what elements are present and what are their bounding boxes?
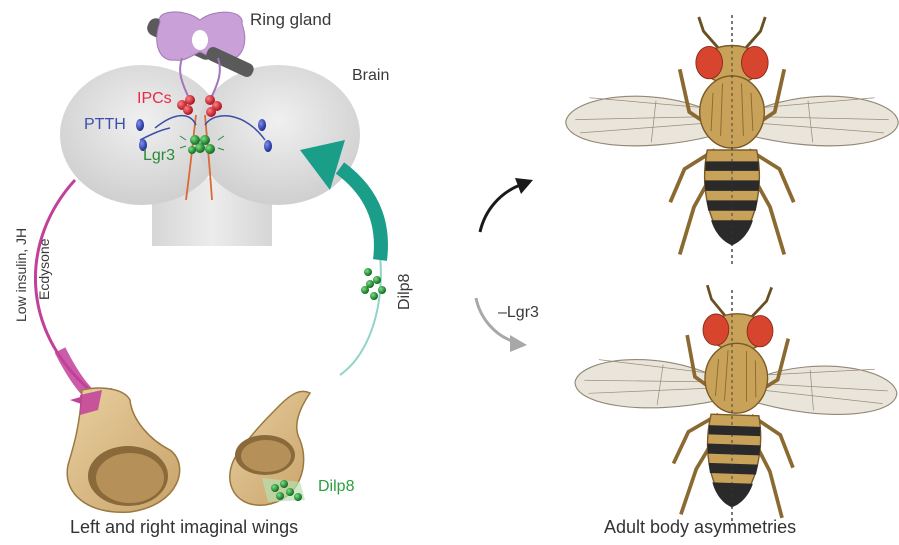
right-wing-disc	[230, 391, 310, 505]
dilp8-particles	[361, 268, 386, 300]
arrow-to-symmetric-fly	[480, 178, 533, 232]
fly-asymmetric	[571, 281, 899, 525]
ring-gland-label: Ring gland	[250, 11, 331, 28]
dilp8-vertical-label: Dilp8	[397, 274, 413, 310]
ipcs-label: IPCs	[137, 91, 172, 107]
low-insulin-label: Low insulin, JH	[14, 228, 28, 322]
caption-left: Left and right imaginal wings	[70, 518, 298, 536]
lgr3-label: Lgr3	[143, 148, 175, 164]
dilp8-wing-label: Dilp8	[318, 479, 354, 495]
fly-symmetric	[566, 15, 899, 265]
caption-right: Adult body asymmetries	[604, 518, 796, 536]
ptth-label: PTTH	[84, 117, 126, 133]
ecdysone-label: Ecdysone	[37, 239, 51, 300]
minus-lgr3-label: –Lgr3	[498, 305, 539, 321]
left-wing-disc	[67, 388, 179, 512]
brain-label: Brain	[352, 68, 389, 84]
